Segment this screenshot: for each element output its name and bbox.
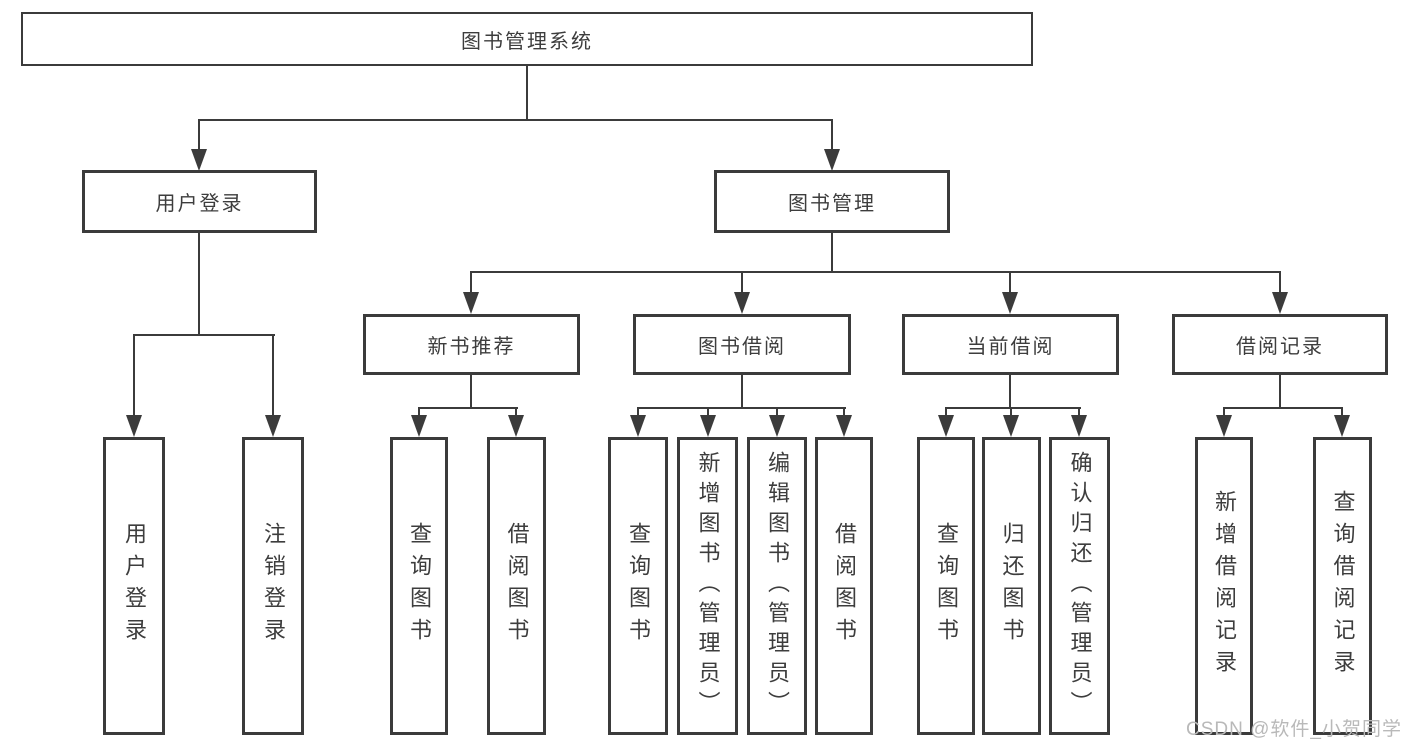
arrowhead-down-icon: [836, 415, 852, 437]
connector-vline: [198, 120, 200, 152]
connector-vline: [1009, 375, 1011, 408]
node-user-login: 用户登录: [82, 170, 317, 233]
leaf-query-books-borrowing: 查询图书: [608, 437, 668, 735]
leaf-query-borrow-record-label: 查询借阅记录: [1330, 490, 1356, 682]
node-current-borrowing-label: 当前借阅: [966, 336, 1055, 358]
connector-vline: [272, 335, 274, 417]
arrowhead-down-icon: [1071, 415, 1087, 437]
connector-hline: [1223, 407, 1343, 409]
connector-vline: [831, 120, 833, 152]
node-user-login-label: 用户登录: [155, 193, 244, 215]
connector-vline: [1009, 272, 1011, 294]
leaf-query-books-recommend-label: 查询图书: [407, 522, 432, 650]
arrowhead-down-icon: [126, 415, 142, 437]
connector-hline: [418, 407, 518, 409]
leaf-add-books-admin-label: 新增图书（管理员）: [695, 451, 721, 721]
connector-vline: [515, 408, 517, 417]
connector-vline: [741, 272, 743, 294]
arrowhead-down-icon: [265, 415, 281, 437]
arrowhead-down-icon: [630, 415, 646, 437]
connector-vline: [843, 408, 845, 417]
leaf-edit-books-admin: 编辑图书（管理员）: [747, 437, 807, 735]
leaf-borrow-books-recommend: 借阅图书: [487, 437, 546, 735]
node-new-book-recommend-label: 新书推荐: [427, 336, 516, 358]
node-borrowing-records: 借阅记录: [1172, 314, 1388, 375]
connector-vline: [418, 408, 420, 417]
leaf-query-books-current-label: 查询图书: [934, 522, 959, 650]
arrowhead-down-icon: [1272, 292, 1288, 314]
connector-hline: [470, 271, 1281, 273]
arrowhead-down-icon: [1334, 415, 1350, 437]
leaf-confirm-return-admin-label: 确认归还（管理员）: [1067, 451, 1093, 721]
connector-vline: [526, 66, 528, 120]
node-root-label: 图书管理系统: [461, 30, 593, 53]
arrowhead-down-icon: [734, 292, 750, 314]
leaf-query-books-borrowing-label: 查询图书: [626, 522, 651, 650]
connector-vline: [741, 375, 743, 408]
connector-vline: [1010, 408, 1012, 417]
leaf-return-books-label: 归还图书: [999, 522, 1025, 650]
connector-hline: [133, 334, 275, 336]
leaf-borrow-books-recommend-label: 借阅图书: [504, 522, 530, 650]
connector-vline: [637, 408, 639, 417]
arrowhead-down-icon: [938, 415, 954, 437]
leaf-logout: 注销登录: [242, 437, 304, 735]
arrowhead-down-icon: [1216, 415, 1232, 437]
leaf-confirm-return-admin: 确认归还（管理员）: [1049, 437, 1110, 735]
connector-hline: [198, 119, 833, 121]
connector-vline: [945, 408, 947, 417]
arrowhead-down-icon: [1003, 415, 1019, 437]
node-book-borrowing: 图书借阅: [633, 314, 851, 375]
connector-vline: [831, 233, 833, 272]
node-book-management-label: 图书管理: [788, 193, 876, 215]
node-new-book-recommend: 新书推荐: [363, 314, 580, 375]
arrowhead-down-icon: [700, 415, 716, 437]
leaf-user-login-label: 用户登录: [122, 522, 147, 650]
connector-hline: [637, 407, 846, 409]
leaf-borrow-books-borrowing-label: 借阅图书: [832, 522, 857, 650]
node-root: 图书管理系统: [21, 12, 1033, 66]
arrowhead-down-icon: [769, 415, 785, 437]
leaf-add-borrow-record-label: 新增借阅记录: [1212, 490, 1237, 682]
connector-vline: [776, 408, 778, 417]
connector-vline: [133, 335, 135, 417]
connector-vline: [470, 375, 472, 408]
connector-hline: [945, 407, 1081, 409]
leaf-user-login: 用户登录: [103, 437, 165, 735]
node-borrowing-records-label: 借阅记录: [1236, 336, 1324, 358]
leaf-query-books-recommend: 查询图书: [390, 437, 448, 735]
arrowhead-down-icon: [191, 149, 207, 171]
arrowhead-down-icon: [411, 415, 427, 437]
node-book-management: 图书管理: [714, 170, 950, 233]
arrowhead-down-icon: [463, 292, 479, 314]
node-book-borrowing-label: 图书借阅: [698, 336, 786, 358]
leaf-add-books-admin: 新增图书（管理员）: [677, 437, 738, 735]
leaf-return-books: 归还图书: [982, 437, 1041, 735]
connector-vline: [1279, 272, 1281, 294]
connector-vline: [470, 272, 472, 294]
arrowhead-down-icon: [1002, 292, 1018, 314]
watermark: CSDN @软件_小贺同学: [1186, 719, 1402, 740]
connector-vline: [707, 408, 709, 417]
connector-vline: [198, 233, 200, 335]
leaf-query-borrow-record: 查询借阅记录: [1313, 437, 1372, 735]
connector-vline: [1341, 408, 1343, 417]
leaf-logout-label: 注销登录: [261, 522, 286, 650]
node-current-borrowing: 当前借阅: [902, 314, 1119, 375]
arrowhead-down-icon: [824, 149, 840, 171]
arrowhead-down-icon: [508, 415, 524, 437]
connector-vline: [1279, 375, 1281, 408]
leaf-query-books-current: 查询图书: [917, 437, 975, 735]
connector-vline: [1223, 408, 1225, 417]
leaf-borrow-books-borrowing: 借阅图书: [815, 437, 873, 735]
connector-vline: [1078, 408, 1080, 417]
leaf-add-borrow-record: 新增借阅记录: [1195, 437, 1253, 735]
leaf-edit-books-admin-label: 编辑图书（管理员）: [765, 451, 790, 721]
